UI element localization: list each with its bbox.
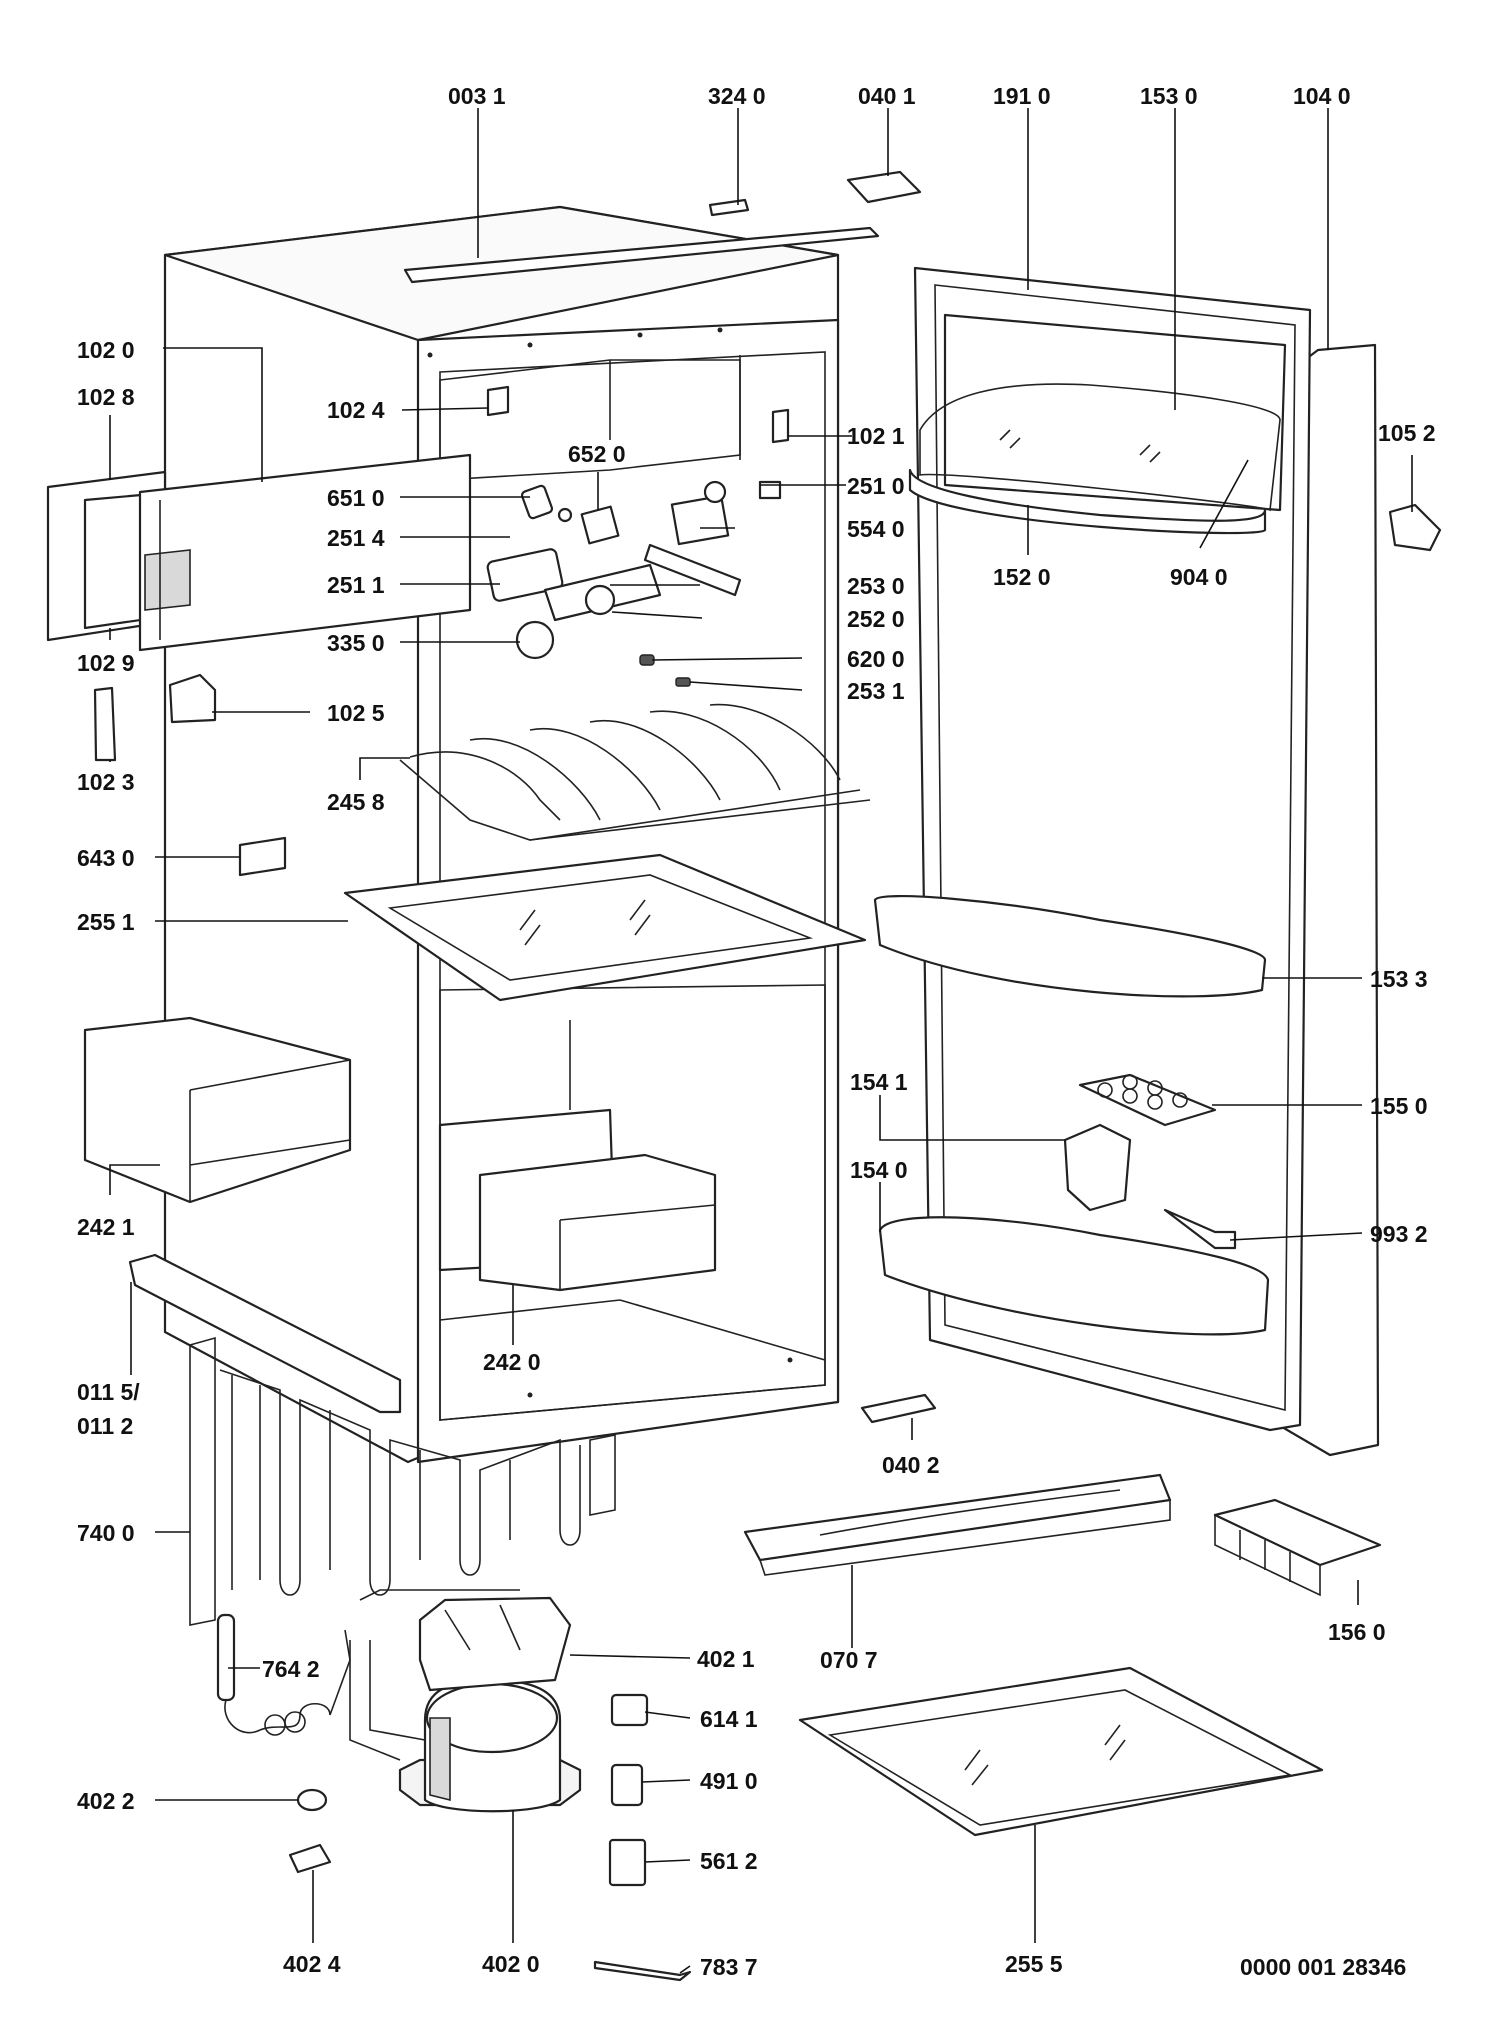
thermostat-assembly — [486, 480, 782, 687]
label-253-0: 253 0 — [847, 573, 905, 599]
hinge-part-040-2 — [860, 1393, 937, 1424]
label-993-2: 993 2 — [1370, 1221, 1428, 1247]
part-402-2 — [296, 1788, 328, 1812]
label-102-8: 102 8 — [77, 384, 135, 410]
label-156-0: 156 0 — [1328, 1619, 1386, 1645]
label-154-1: 154 1 — [850, 1069, 908, 1095]
part-561-2 — [608, 1838, 647, 1887]
hinge-top-part — [846, 170, 922, 204]
label-614-1: 614 1 — [700, 1706, 758, 1732]
label-620-0: 620 0 — [847, 646, 905, 672]
label-651-0: 651 0 — [327, 485, 385, 511]
label-764-2: 764 2 — [262, 1656, 320, 1682]
label-105-2: 105 2 — [1378, 420, 1436, 446]
part-643-0 — [238, 836, 287, 877]
part-102-4 — [486, 385, 510, 417]
part-783-7 — [593, 1960, 692, 1982]
label-070-7: 070 7 — [820, 1647, 878, 1673]
crisper-bin-center — [438, 1108, 717, 1292]
leader-lines — [109, 108, 1413, 1974]
label-102-3: 102 3 — [77, 769, 135, 795]
label-402-4: 402 4 — [283, 1951, 341, 1977]
label-102-1: 102 1 — [847, 423, 905, 449]
label-152-0: 152 0 — [993, 564, 1051, 590]
part-324-0 — [708, 198, 750, 217]
part-491-0 — [610, 1763, 644, 1807]
label-402-1: 402 1 — [697, 1646, 755, 1672]
label-252-0: 252 0 — [847, 606, 905, 632]
label-102-4: 102 4 — [327, 397, 385, 423]
drip-tray — [418, 1596, 572, 1692]
label-491-0: 491 0 — [700, 1768, 758, 1794]
label-040-1: 040 1 — [858, 83, 916, 109]
label-102-9: 102 9 — [77, 650, 135, 676]
door-assembly — [873, 266, 1380, 1457]
label-324-0: 324 0 — [708, 83, 766, 109]
bottom-grille-part — [128, 1253, 402, 1414]
part-402-4 — [288, 1843, 332, 1874]
control-panel — [46, 453, 472, 652]
label-652-0: 652 0 — [568, 441, 626, 467]
base-trim — [743, 1473, 1172, 1576]
ice-tray — [1213, 1498, 1382, 1597]
part-154-1 — [1063, 1123, 1132, 1212]
label-245-8: 245 8 — [327, 789, 385, 815]
document-number: 0000 001 28346 — [1240, 1954, 1406, 1980]
part-614-1 — [610, 1693, 649, 1727]
label-104-0: 104 0 — [1293, 83, 1351, 109]
part-102-5 — [168, 673, 217, 724]
label-561-2: 561 2 — [700, 1848, 758, 1874]
top-trim-part — [403, 226, 880, 284]
label-154-0: 154 0 — [850, 1157, 908, 1183]
label-643-0: 643 0 — [77, 845, 135, 871]
glass-shelf-lower — [798, 1666, 1324, 1837]
label-011-2: 011 2 — [77, 1413, 133, 1439]
label-153-0: 153 0 — [1140, 83, 1198, 109]
label-242-0: 242 0 — [483, 1349, 541, 1375]
label-102-0: 102 0 — [77, 337, 135, 363]
label-255-1: 255 1 — [77, 909, 135, 935]
part-102-1 — [771, 408, 790, 444]
label-740-0: 740 0 — [77, 1520, 135, 1546]
label-255-5: 255 5 — [1005, 1951, 1063, 1977]
capillary-tube — [216, 1613, 351, 1736]
egg-tray — [1078, 1073, 1217, 1127]
label-554-0: 554 0 — [847, 516, 905, 542]
crisper-bin-left — [83, 1016, 352, 1204]
label-153-3: 153 3 — [1370, 966, 1428, 992]
part-102-3 — [93, 686, 117, 762]
part-number-labels: 003 1 324 0 040 1 191 0 153 0 104 0 102 … — [77, 83, 1436, 1980]
label-102-5: 102 5 — [327, 700, 385, 726]
label-191-0: 191 0 — [993, 83, 1051, 109]
label-253-1: 253 1 — [847, 678, 905, 704]
label-251-4: 251 4 — [327, 525, 385, 551]
label-011-5: 011 5/ — [77, 1379, 140, 1405]
label-003-1: 003 1 — [448, 83, 506, 109]
label-040-2: 040 2 — [882, 1452, 940, 1478]
evaporator-coil — [399, 703, 871, 841]
glass-shelf-upper — [343, 853, 867, 1002]
label-402-0: 402 0 — [482, 1951, 540, 1977]
label-783-7: 783 7 — [700, 1954, 758, 1980]
label-242-1: 242 1 — [77, 1214, 135, 1240]
label-155-0: 155 0 — [1370, 1093, 1428, 1119]
compressor — [349, 1589, 582, 1813]
hinge-part-105-2 — [1388, 503, 1442, 552]
label-402-2: 402 2 — [77, 1788, 135, 1814]
label-335-0: 335 0 — [327, 630, 385, 656]
label-251-1: 251 1 — [327, 572, 385, 598]
label-904-0: 904 0 — [1170, 564, 1228, 590]
label-251-0: 251 0 — [847, 473, 905, 499]
